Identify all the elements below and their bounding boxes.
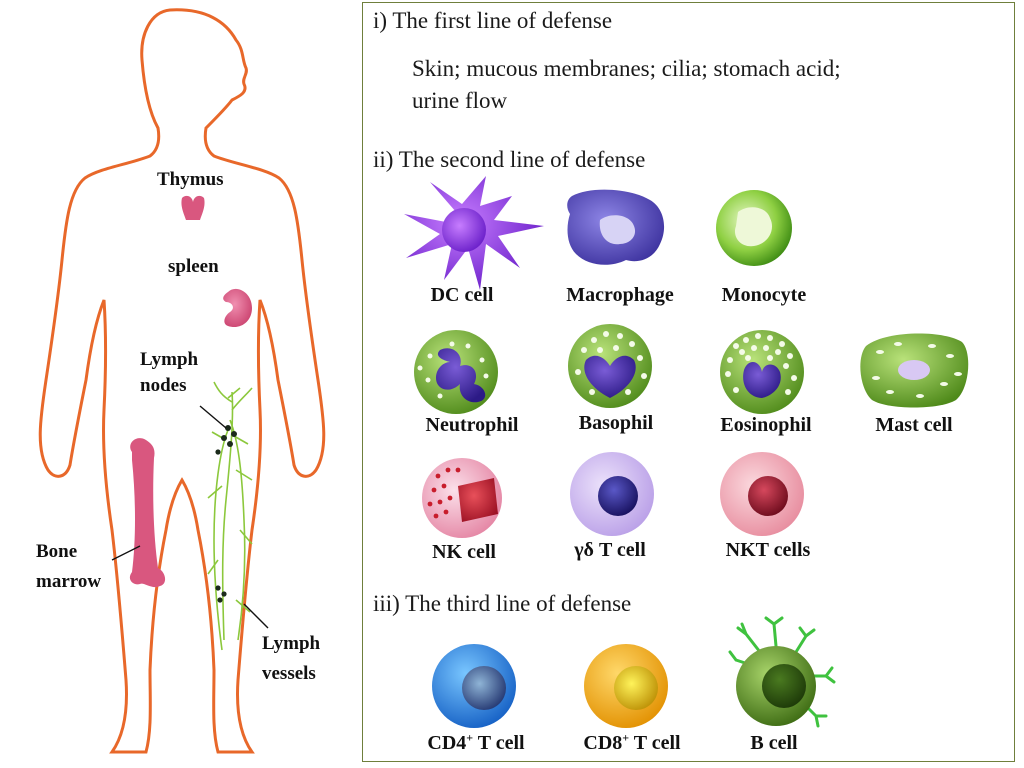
cd4-tail: T cell: [473, 732, 525, 754]
mast-cell-label: Mast cell: [875, 414, 953, 436]
lymph-vessels-label-line2: vessels: [262, 663, 316, 684]
lymph-node-dots: [215, 425, 237, 603]
first-line-text-line1: Skin; mucous membranes; cilia; stomach a…: [412, 56, 841, 81]
cd4-base: CD4: [427, 732, 467, 754]
bone-marrow-label-line2: marrow: [36, 571, 102, 592]
cd4-superscript: +: [466, 730, 474, 745]
thymus-label: Thymus: [157, 169, 224, 190]
thymus-organ: [181, 195, 205, 220]
eosinophil-label: Eosinophil: [720, 414, 812, 436]
first-line-heading: i) The first line of defense: [373, 8, 613, 33]
gamma-delta-t-cell-label: γδ T cell: [574, 539, 646, 561]
cd8-t-cell-label: CD8+ T cell: [583, 730, 681, 755]
defense-lines-panel: [362, 2, 1015, 762]
lymph-nodes-label-line2: nodes: [140, 375, 187, 396]
lymph-vessels-leader: [243, 603, 269, 629]
spleen-organ: [223, 288, 252, 328]
bone-marrow-label-line1: Bone: [36, 541, 78, 562]
human-body-figure: [38, 8, 326, 754]
body-outline: [38, 8, 326, 754]
cd4-t-cell-label: CD4+ T cell: [427, 730, 525, 755]
third-line-heading: iii) The third line of defense: [373, 591, 632, 616]
nk-cell-label: NK cell: [432, 541, 496, 563]
cd8-superscript: +: [622, 730, 630, 745]
bone-marrow-leader: [111, 545, 141, 561]
cd8-tail: T cell: [629, 732, 681, 754]
b-cell-label: B cell: [750, 732, 798, 754]
cd8-base: CD8: [583, 732, 623, 754]
lymph-nodes-label-line1: Lymph: [140, 349, 199, 370]
nkt-cells-label: NKT cells: [725, 539, 811, 561]
dc-cell-label: DC cell: [430, 284, 494, 306]
macrophage-label: Macrophage: [566, 284, 674, 306]
monocyte-label: Monocyte: [721, 284, 807, 306]
second-line-heading: ii) The second line of defense: [373, 147, 646, 172]
basophil-label: Basophil: [578, 412, 654, 434]
lymph-nodes-leader: [199, 405, 227, 429]
lymph-vessels-label-line1: Lymph: [262, 633, 321, 654]
femur-bone: [129, 438, 166, 588]
spleen-label: spleen: [168, 256, 219, 277]
neutrophil-label: Neutrophil: [425, 414, 519, 436]
first-line-text-line2: urine flow: [412, 88, 508, 113]
